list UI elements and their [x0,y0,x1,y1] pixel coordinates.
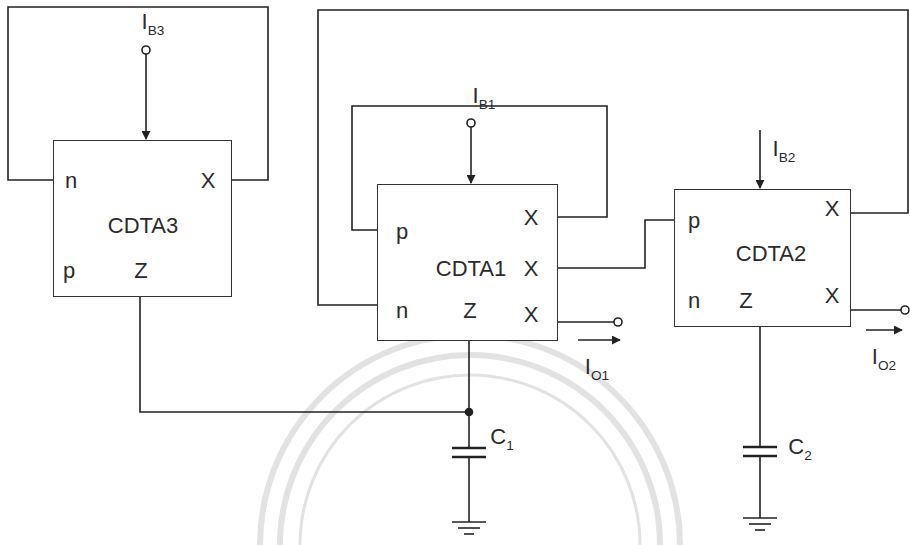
cdta-block: pXCDTA2nZX [674,189,851,327]
terminal-name: p [688,210,700,232]
block-name: CDTA2 [736,243,807,265]
cdta-block: pXCDTA1XnZX [377,184,558,341]
output-wire [558,321,614,323]
output-wire [851,309,901,311]
current-label: IO1 [585,356,609,378]
capacitor-wire [759,327,761,447]
block-name: CDTA1 [436,258,507,280]
terminal-name: X [825,198,840,220]
output-terminal [614,318,622,326]
capacitor-plate [452,447,486,449]
ground-symbol [743,518,777,530]
terminal-name: Z [134,260,147,282]
output-terminal [901,306,909,314]
block-name: CDTA3 [108,215,179,237]
current-label: IB3 [142,11,165,33]
terminal-name: n [688,290,700,312]
capacitor-wire [468,412,470,448]
terminal-name: p [63,260,75,282]
bias-terminal [142,46,150,54]
terminal-name: X [524,304,539,326]
capacitor-wire [468,457,470,522]
signal-wire [558,220,674,268]
capacitor-label: C1 [490,426,513,448]
terminal-name: n [65,170,77,192]
capacitor-plate [743,446,777,448]
current-label: IB2 [773,138,796,160]
capacitor-wire [759,456,761,518]
terminal-name: X [524,207,539,229]
bias-arrow [145,54,147,139]
bias-arrow [470,127,472,183]
cdta-block: n X CDTA3 p Z [53,140,232,297]
terminal-name: X [524,258,539,280]
current-label: IO2 [872,346,896,368]
terminal-name: Z [739,290,752,312]
terminal-name: p [396,221,408,243]
capacitor-label: C2 [788,436,811,458]
terminal-name: X [825,285,840,307]
terminal-name: n [396,300,408,322]
bias-terminal [467,119,475,127]
bias-arrow [759,130,761,188]
ground-symbol [452,522,486,534]
watermark [260,335,680,545]
current-arrow [578,339,620,341]
current-arrow [866,329,902,331]
terminal-name: X [201,170,216,192]
terminal-name: Z [463,300,476,322]
current-label: IB1 [473,85,496,107]
